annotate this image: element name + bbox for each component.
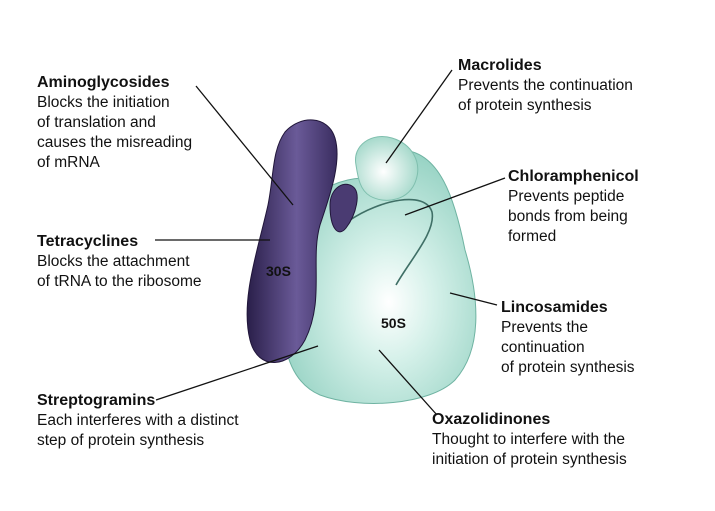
streptogramins-line: Each interferes with a distinct: [37, 412, 239, 429]
label-macrolides: Macrolides Prevents the continuation of …: [458, 56, 633, 116]
large-subunit-knob-shape: [355, 136, 419, 201]
aminoglycosides-title: Aminoglycosides: [37, 74, 170, 91]
streptogramins-pointer: [155, 345, 319, 401]
label-lincosamides: Lincosamides Prevents the continuation o…: [501, 298, 635, 378]
label-chloramphenicol: Chloramphenicol Prevents peptide bonds f…: [508, 167, 639, 247]
tetracyclines-line: Blocks the attachment: [37, 253, 190, 270]
chloramphenicol-title: Chloramphenicol: [508, 168, 639, 185]
lincosamides-line: Prevents the: [501, 319, 589, 336]
aminoglycosides-pointer: [195, 85, 294, 206]
lincosamides-line: continuation: [501, 339, 585, 356]
aminoglycosides-line: Blocks the initiation: [37, 94, 170, 111]
aminoglycosides-line: causes the misreading: [37, 134, 193, 151]
macrolides-pointer: [385, 69, 453, 164]
large-subunit-label: 50S: [381, 315, 406, 331]
tetracyclines-line: of tRNA to the ribosome: [37, 273, 202, 290]
tetracyclines-title: Tetracyclines: [37, 233, 139, 250]
oxazolidinones-pointer: [378, 349, 438, 416]
chloramphenicol-pointer: [404, 177, 506, 216]
streptogramins-title: Streptogramins: [37, 392, 156, 409]
label-streptogramins: Streptogramins Each interferes with a di…: [37, 391, 239, 451]
aminoglycosides-line: of mRNA: [37, 154, 100, 171]
small-subunit-lobe-shape: [329, 183, 358, 233]
aminoglycosides-line: of translation and: [37, 114, 156, 131]
small-subunit-30s-shape: [246, 119, 338, 363]
label-oxazolidinones: Oxazolidinones Thought to interfere with…: [432, 410, 627, 470]
chloramphenicol-line: Prevents peptide: [508, 188, 625, 205]
lincosamides-pointer: [449, 292, 498, 306]
oxazolidinones-line: Thought to interfere with the: [432, 431, 626, 448]
chloramphenicol-line: bonds from being: [508, 208, 628, 225]
oxazolidinones-line: initiation of protein synthesis: [432, 451, 627, 468]
streptogramins-line: step of protein synthesis: [37, 432, 205, 449]
macrolides-line: of protein synthesis: [458, 97, 592, 114]
chloramphenicol-line: formed: [508, 228, 557, 245]
oxazolidinones-title: Oxazolidinones: [432, 411, 551, 428]
lincosamides-line: of protein synthesis: [501, 359, 635, 376]
label-aminoglycosides: Aminoglycosides Blocks the initiation of…: [37, 73, 192, 173]
lincosamides-title: Lincosamides: [501, 299, 608, 316]
peptidyl-channel-groove: [349, 198, 434, 286]
label-tetracyclines: Tetracyclines Blocks the attachment of t…: [37, 232, 202, 292]
small-subunit-label: 30S: [266, 263, 291, 279]
macrolides-title: Macrolides: [458, 57, 542, 74]
macrolides-line: Prevents the continuation: [458, 77, 633, 94]
